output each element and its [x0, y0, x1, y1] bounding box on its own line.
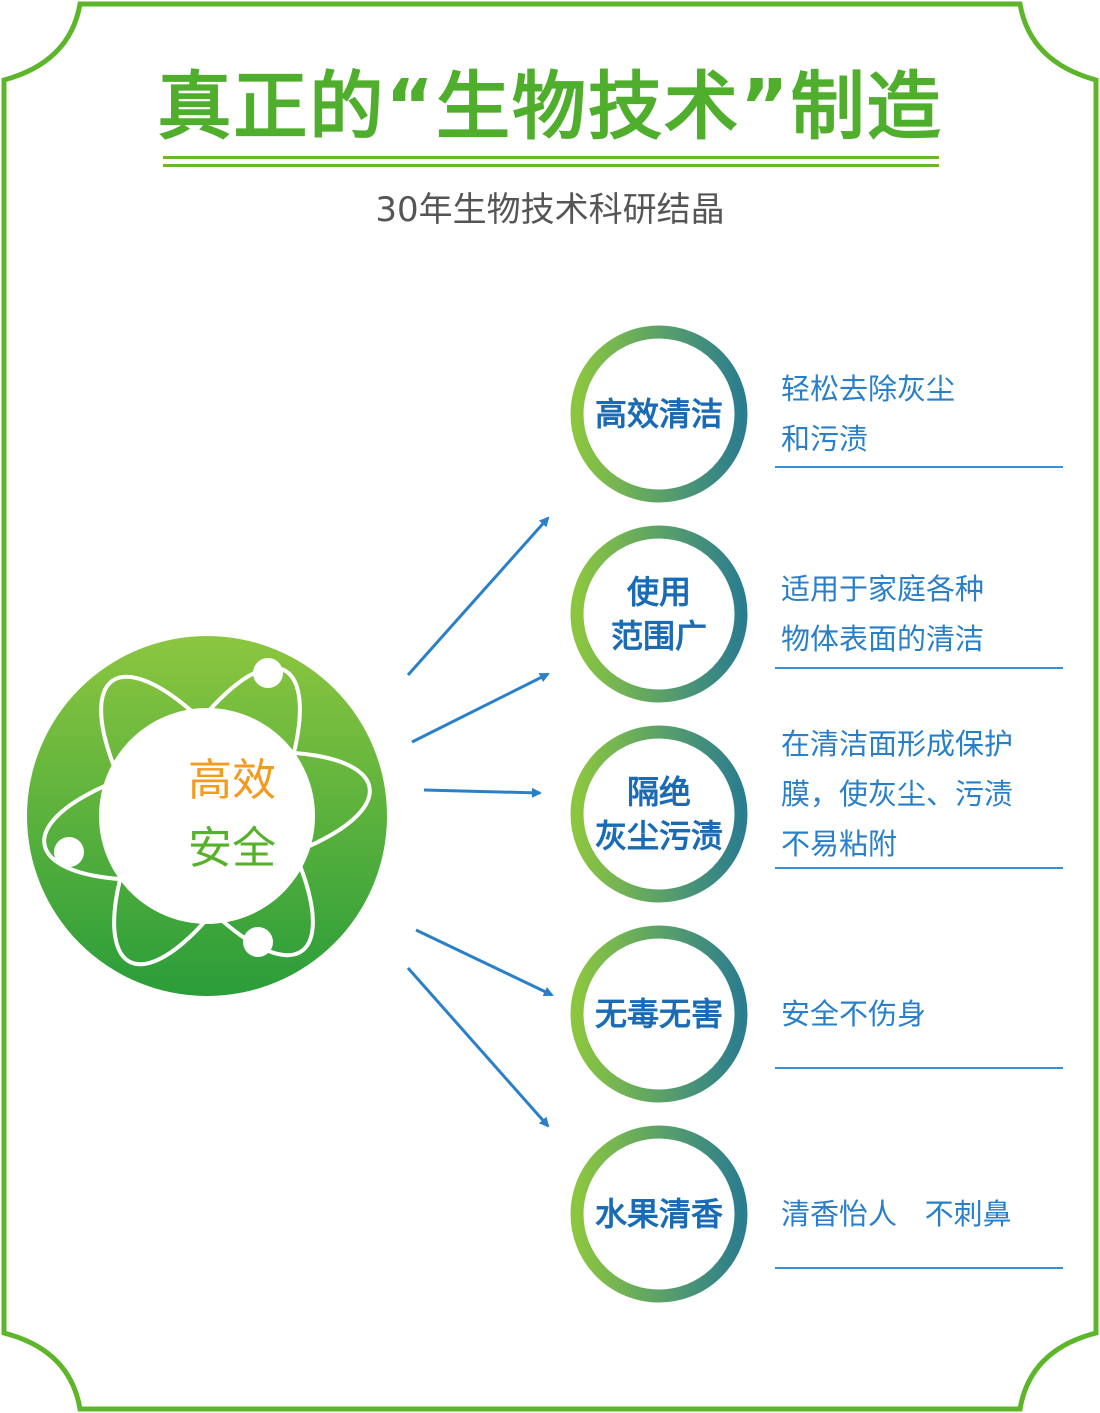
feature-label-line: 范围广 [610, 617, 707, 655]
feature-desc-dirt-barrier: 在清洁面形成保护 膜，使灰尘、污渍 不易粘附 [781, 719, 1081, 869]
desc-divider [775, 867, 1063, 869]
desc-line: 清香怡人 不刺鼻 [781, 1197, 1012, 1231]
feature-label-line: 灰尘污渍 [594, 817, 723, 855]
feature-circle-non-toxic: 无毒无害 [570, 925, 748, 1103]
arrows-group [406, 516, 554, 1128]
core-label-efficient: 高效 [188, 755, 276, 806]
feature-label-line: 水果清香 [594, 1195, 723, 1233]
desc-divider [775, 466, 1063, 468]
feature-desc-efficient-cleaning: 轻松去除灰尘 和污渍 [781, 364, 1081, 464]
desc-line: 在清洁面形成保护 [781, 727, 1014, 761]
feature-label-line: 无毒无害 [594, 995, 723, 1033]
feature-desc-fruit-scent: 清香怡人 不刺鼻 [781, 1189, 1081, 1239]
desc-line: 轻松去除灰尘 [781, 372, 956, 406]
desc-divider [775, 1067, 1063, 1069]
ring-icon [570, 525, 748, 703]
desc-line: 安全不伤身 [781, 997, 927, 1031]
desc-divider [775, 667, 1063, 669]
ring-icon [570, 725, 748, 903]
arrow-3 [423, 787, 542, 798]
core-label-safe: 安全 [188, 823, 276, 874]
title-divider-top [163, 156, 939, 159]
feature-label-line: 使用 [626, 573, 691, 611]
arrow-2 [411, 672, 550, 744]
feature-label-line: 高效清洁 [594, 395, 723, 433]
feature-circle-fruit-scent: 水果清香 [570, 1125, 748, 1303]
feature-circle-wide-use: 使用 范围广 [570, 525, 748, 703]
feature-circle-efficient-cleaning: 高效清洁 [570, 325, 748, 503]
atom-icon [27, 636, 387, 996]
desc-line: 膜，使灰尘、污渍 [781, 777, 1014, 811]
desc-line: 和污渍 [781, 422, 869, 456]
title-divider-bottom [163, 164, 939, 167]
core-atom-graphic: 高效 安全 [26, 635, 388, 997]
arrow-4 [415, 928, 554, 997]
feature-desc-non-toxic: 安全不伤身 [781, 989, 1081, 1039]
page-title: 真正的“生物技术”制造 [157, 64, 943, 150]
page-subtitle: 30年生物技术科研结晶 [375, 190, 725, 230]
desc-line: 不易粘附 [781, 827, 898, 861]
feature-circle-dirt-barrier: 隔绝 灰尘污渍 [570, 725, 748, 903]
arrow-5 [406, 967, 550, 1128]
feature-label-line: 隔绝 [626, 773, 691, 811]
ring-icon [570, 925, 748, 1103]
arrow-1 [406, 516, 550, 676]
desc-line: 适用于家庭各种 [781, 572, 985, 606]
feature-desc-wide-use: 适用于家庭各种 物体表面的清洁 [781, 564, 1081, 664]
ring-icon [570, 1125, 748, 1303]
desc-divider [775, 1267, 1063, 1269]
ring-icon [570, 325, 748, 503]
desc-line: 物体表面的清洁 [781, 622, 985, 656]
